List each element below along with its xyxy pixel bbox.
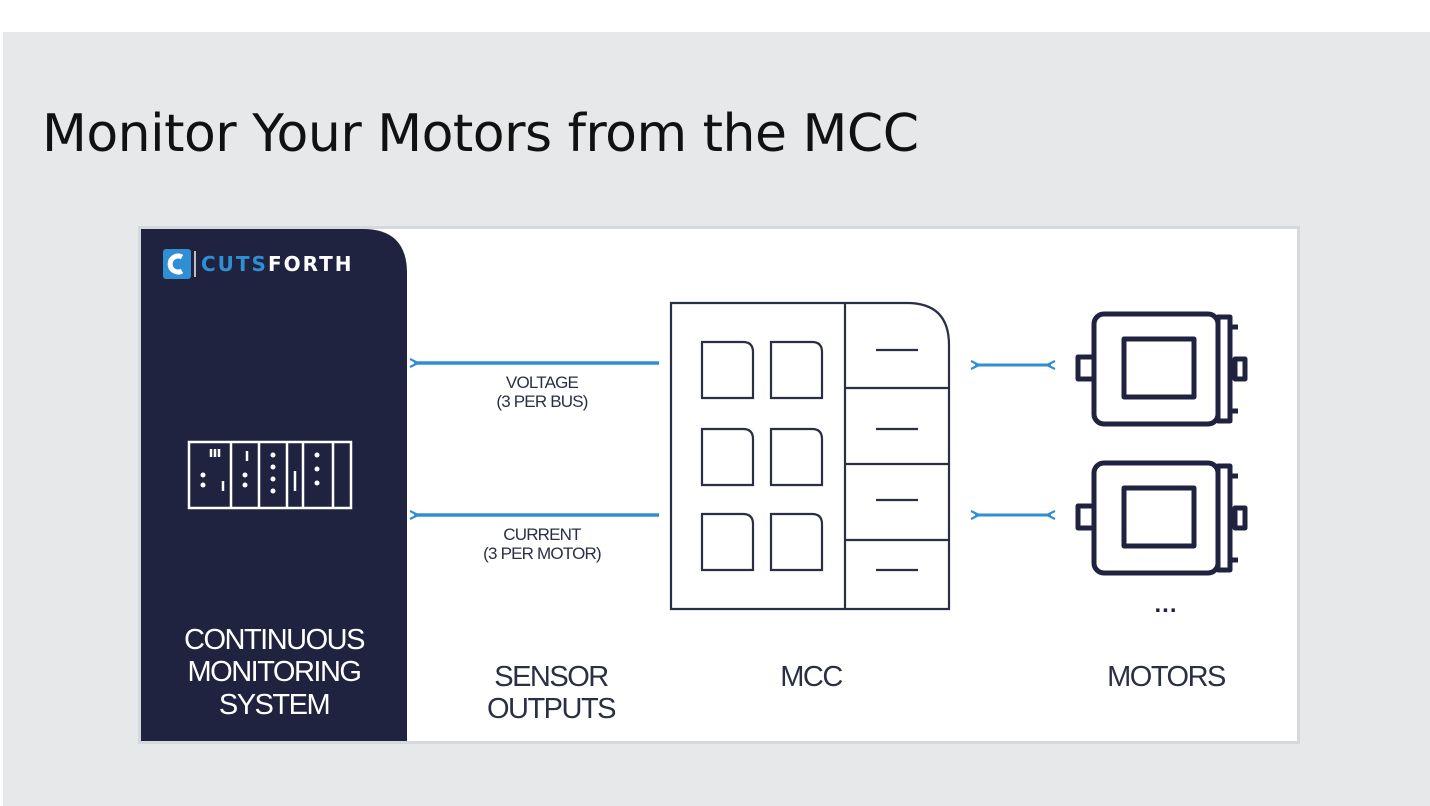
current-label-line-1: CURRENT xyxy=(503,525,581,544)
voltage-label-line-2: (3 PER BUS) xyxy=(496,392,588,412)
brand-part-2: FORTH xyxy=(267,252,354,276)
motors-label: MOTORS xyxy=(1107,661,1226,693)
current-label: CURRENT (3 PER MOTOR) xyxy=(461,525,623,563)
top-strip xyxy=(0,0,1430,32)
system-label: CONTINUOUS MONITORING SYSTEM xyxy=(159,624,389,721)
slide-title: Monitor Your Motors from the MCC xyxy=(42,104,919,164)
brand-part-1: CUTS xyxy=(201,252,268,276)
sensor-outputs-label: SENSOR OUTPUTS xyxy=(461,661,641,726)
diagram-drawing xyxy=(141,229,1248,741)
cutsforth-c-logo-icon xyxy=(163,249,196,279)
system-panel xyxy=(141,229,407,741)
voltage-label: VOLTAGE (3 PER BUS) xyxy=(461,373,623,411)
diagram-card: CUTSFORTH VOLTAGE (3 PER BUS) CURRENT (3… xyxy=(138,226,1300,744)
ellipsis-more-motors: ... xyxy=(1154,591,1178,618)
system-label-line-2: MONITORING xyxy=(187,656,362,689)
sensor-outputs-line-1: SENSOR xyxy=(494,661,609,693)
motor-icon xyxy=(1075,311,1248,427)
rack-leds xyxy=(200,452,320,494)
mcc-label: MCC xyxy=(780,661,843,693)
left-edge xyxy=(0,32,3,806)
system-label-line-3: SYSTEM xyxy=(218,688,331,721)
sensor-outputs-line-2: OUTPUTS xyxy=(486,693,617,726)
current-label-line-2: (3 PER MOTOR) xyxy=(483,544,602,564)
motor-icon xyxy=(1075,460,1248,576)
mcc-cabinet-icon xyxy=(669,301,951,611)
brand-wordmark: CUTSFORTH xyxy=(201,252,354,276)
monitoring-rack-icon xyxy=(187,440,353,510)
system-label-line-1: CONTINUOUS xyxy=(184,624,365,656)
voltage-label-line-1: VOLTAGE xyxy=(505,373,579,392)
